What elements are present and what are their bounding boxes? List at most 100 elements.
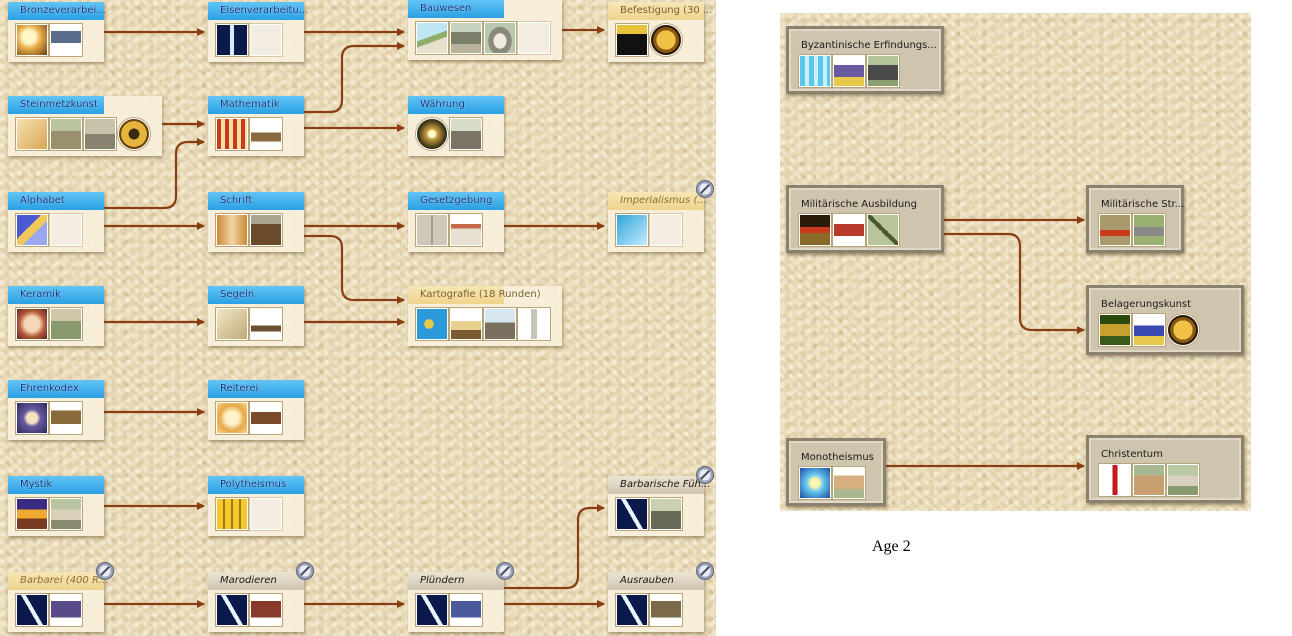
alphabet-tech-icon[interactable]	[16, 214, 48, 246]
stone-house-icon[interactable]	[84, 118, 116, 150]
barracks-tech-icon[interactable]	[799, 214, 831, 246]
tech-node-label: Imperialismus (...	[608, 192, 707, 210]
world-map-tech-icon[interactable]	[416, 308, 448, 340]
warrior-unit-icon[interactable]	[50, 402, 82, 434]
library-building-icon[interactable]	[250, 214, 282, 246]
fortification-tech-icon[interactable]	[616, 24, 648, 56]
courthouse-building-icon[interactable]	[450, 214, 482, 246]
abacus-tech-icon[interactable]	[216, 118, 248, 150]
tech-node-befestigung[interactable]: Befestigung (30 ...	[608, 2, 713, 62]
tech-node-schrift[interactable]: Schrift	[208, 192, 304, 252]
trebuchet-tech-icon[interactable]	[1099, 214, 1131, 246]
tech-node-mystik[interactable]: Mystik	[8, 476, 104, 536]
tech-node-monotheismus[interactable]: Monotheismus	[786, 438, 886, 506]
church-building-icon[interactable]	[1167, 464, 1199, 496]
tech-node-icons	[16, 498, 82, 531]
catapult-unit-icon[interactable]	[250, 118, 282, 150]
tech-node-marodieren[interactable]: Marodieren	[208, 572, 304, 632]
tech-node-label: Steinmetzkunst	[8, 96, 104, 114]
columns-tech-icon[interactable]	[799, 55, 831, 87]
market-building-icon[interactable]	[450, 118, 482, 150]
tech-node-keramik[interactable]: Keramik	[8, 286, 104, 346]
tech-node-icons	[216, 498, 282, 531]
tech-node-polytheismus[interactable]: Polytheismus	[208, 476, 304, 536]
tech-node-barbarei[interactable]: Barbarei (400 R...	[8, 572, 108, 632]
tech-node-belagerung[interactable]: Belagerungskunst	[1086, 285, 1244, 355]
coins-tech-icon[interactable]	[416, 118, 448, 150]
caravel-ship-icon[interactable]	[450, 308, 482, 340]
ballista-unit-icon[interactable]	[1133, 314, 1165, 346]
lighthouse-icon[interactable]	[518, 308, 550, 340]
tech-node-reiterei[interactable]: Reiterei	[208, 380, 304, 440]
crown-shield-icon[interactable]	[1167, 314, 1199, 346]
templar-shield-tech-icon[interactable]	[1099, 464, 1131, 496]
tech-node-segeln[interactable]: Segeln	[208, 286, 304, 346]
quarry-building-icon[interactable]	[50, 118, 82, 150]
lightning-tech-icon[interactable]	[416, 594, 448, 626]
tech-node-label: Kartografie (18 Runden)	[408, 286, 541, 304]
unavailable-icon	[296, 562, 314, 580]
spearman-unit-icon[interactable]	[50, 24, 82, 56]
holy-light-tech-icon[interactable]	[799, 467, 831, 499]
tech-node-bronze[interactable]: Bronzeverarbei...	[8, 2, 106, 62]
fortress-wall-icon[interactable]	[450, 22, 482, 54]
tech-node-kartografie[interactable]: Kartografie (18 Runden)	[408, 286, 562, 346]
tech-node-ausrauben[interactable]: Ausrauben	[608, 572, 704, 632]
harbor-building-icon[interactable]	[484, 308, 516, 340]
scroll-tech-icon[interactable]	[216, 214, 248, 246]
tech-node-barbaren_fuehrer[interactable]: Barbarische Füh...	[608, 476, 710, 536]
crossed-swords-icon[interactable]	[867, 214, 899, 246]
temple-building-icon[interactable]	[50, 498, 82, 530]
marauder-unit-icon[interactable]	[250, 594, 282, 626]
fortified-camp-icon[interactable]	[1133, 214, 1165, 246]
iron-sword-tech-icon[interactable]	[216, 24, 248, 56]
tech-node-eisen[interactable]: Eisenverarbeitu...	[208, 2, 308, 62]
horseman-unit-icon[interactable]	[250, 402, 282, 434]
horse-tech-icon[interactable]	[216, 402, 248, 434]
amphitheater-icon[interactable]	[484, 22, 516, 54]
pottery-tech-icon[interactable]	[16, 308, 48, 340]
city-building-icon[interactable]	[867, 55, 899, 87]
tech-node-alphabet[interactable]: Alphabet	[8, 192, 104, 252]
tech-node-icons	[416, 22, 550, 55]
lightning-tech-icon[interactable]	[616, 594, 648, 626]
tech-node-militaer[interactable]: Militärische Ausbildung	[786, 185, 944, 253]
gold-shield-icon[interactable]	[650, 24, 682, 56]
tech-node-bauwesen[interactable]: Bauwesen	[408, 0, 562, 60]
tech-node-ehrenkodex[interactable]: Ehrenkodex	[8, 380, 104, 440]
siege-engine-icon[interactable]	[833, 55, 865, 87]
galley-ship-icon[interactable]	[250, 308, 282, 340]
tech-node-militaer_str[interactable]: Militärische Str...	[1086, 185, 1184, 253]
robber-unit-icon[interactable]	[650, 594, 682, 626]
tech-node-icons	[216, 594, 282, 627]
tech-node-mathematik[interactable]: Mathematik	[208, 96, 304, 156]
tech-node-waehrung[interactable]: Währung	[408, 96, 504, 156]
mysticism-tech-icon[interactable]	[16, 498, 48, 530]
tech-node-christentum[interactable]: Christentum	[1086, 435, 1244, 503]
bronze-tech-icon[interactable]	[16, 24, 48, 56]
lightning-tech-icon[interactable]	[16, 594, 48, 626]
tech-node-steinmetz[interactable]: Steinmetzkunst	[8, 96, 162, 156]
tech-node-byz[interactable]: Byzantinische Erfindungs...	[786, 26, 944, 94]
eagle-tech-icon[interactable]	[616, 214, 648, 246]
barbarian-camp-icon[interactable]	[650, 498, 682, 530]
pillager-unit-icon[interactable]	[450, 594, 482, 626]
road-tech-icon[interactable]	[416, 22, 448, 54]
honor-shield-tech-icon[interactable]	[16, 402, 48, 434]
tech-node-pluendern[interactable]: Plündern	[408, 572, 504, 632]
lightning-tech-icon[interactable]	[616, 498, 648, 530]
stone-tech-icon[interactable]	[16, 118, 48, 150]
law-book-tech-icon[interactable]	[416, 214, 448, 246]
tech-node-imperialismus[interactable]: Imperialismus (...	[608, 192, 707, 252]
cathedral-building-icon[interactable]	[833, 467, 865, 499]
roman-numeral-coin-icon[interactable]	[118, 118, 150, 150]
siege-tech-icon[interactable]	[1099, 314, 1131, 346]
barbarian-warrior-icon[interactable]	[50, 594, 82, 626]
statues-tech-icon[interactable]	[216, 498, 248, 530]
monastery-building-icon[interactable]	[1133, 464, 1165, 496]
sail-tech-icon[interactable]	[216, 308, 248, 340]
cavalry-unit-icon[interactable]	[833, 214, 865, 246]
tech-node-gesetz[interactable]: Gesetzgebung	[408, 192, 504, 252]
granary-building-icon[interactable]	[50, 308, 82, 340]
lightning-tech-icon[interactable]	[216, 594, 248, 626]
